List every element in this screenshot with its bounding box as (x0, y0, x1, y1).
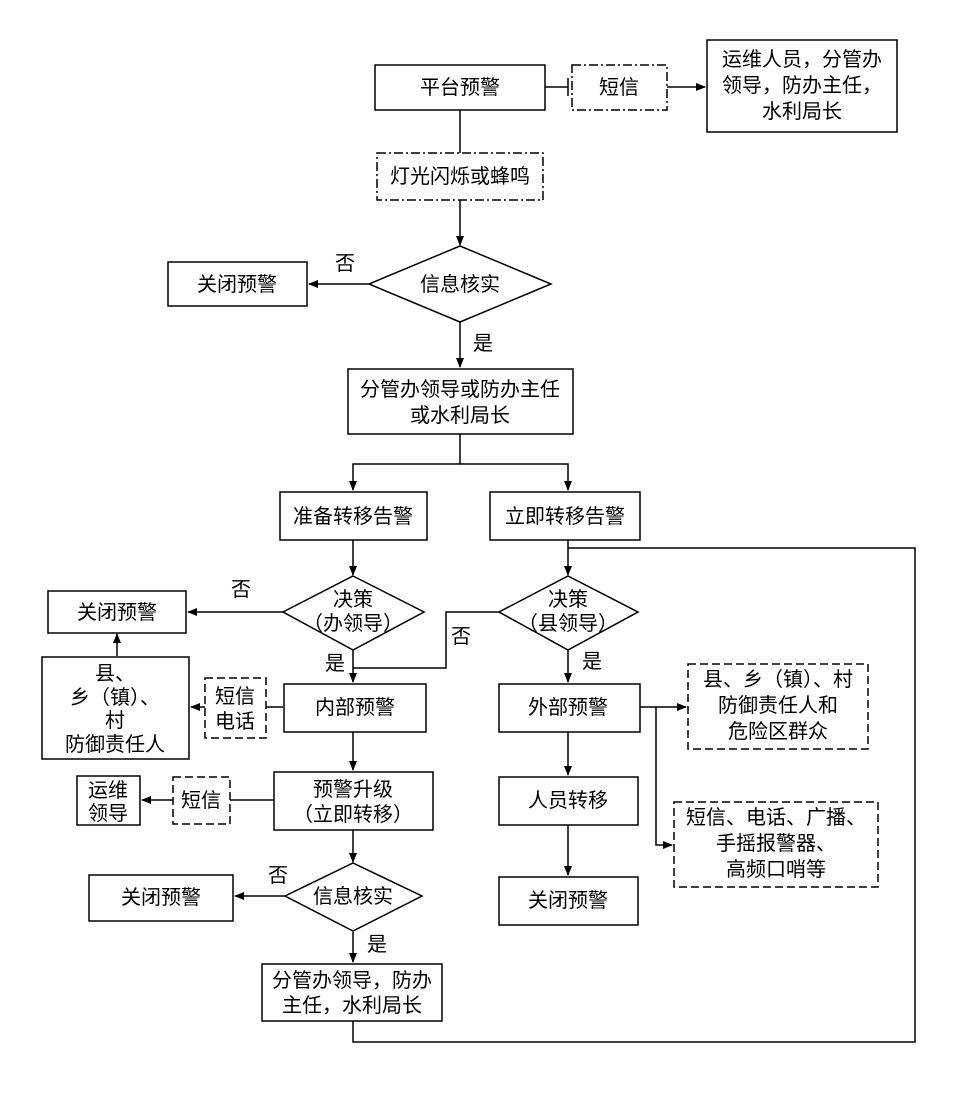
edge-label-yes-2: 是 (325, 653, 345, 675)
sms-mid-node: 短信 (172, 776, 231, 825)
staff-top-line-2: 领导，防办主任， (722, 74, 882, 97)
channels-line-1: 短信、电话、广播、 (686, 806, 866, 829)
leader-bottom-node: 分管办领导，防办 主任，水利局长 (261, 963, 443, 1022)
external-targets-line-2: 防御责任人和 (718, 694, 838, 717)
edge-leader-split-right (460, 463, 572, 491)
leader-top-line-2: 或水利局长 (410, 404, 510, 427)
responsible-left-node: 县、 乡（镇）、 村 防御责任人 (41, 656, 190, 760)
escalate-node: 预警升级 （立即转移） (273, 771, 434, 831)
staff-top-line-3: 水利局长 (762, 100, 842, 123)
close-4-label: 关闭预警 (121, 886, 201, 909)
decision-office-node: 决策 （办领导） (281, 575, 426, 651)
channels-node: 短信、电话、广播、 手摇报警器、 高频口哨等 (673, 801, 879, 888)
connectors (113, 78, 916, 1043)
people-transfer-node: 人员转移 (498, 776, 639, 826)
ops-leader-line-1: 运维 (88, 779, 128, 802)
internal-alert-label: 内部预警 (315, 696, 395, 719)
staff-top-node: 运维人员，分管办 领导，防办主任， 水利局长 (706, 39, 898, 133)
decision-office-line-2: （办领导） (303, 612, 403, 635)
channels-line-2: 手摇报警器、 (716, 832, 836, 855)
close-3-label: 关闭预警 (528, 889, 608, 912)
external-targets-line-3: 危险区群众 (728, 720, 828, 743)
close-3-node: 关闭预警 (498, 876, 639, 926)
edge-label-no-4: 否 (268, 865, 288, 887)
platform-alert-node: 平台预警 (374, 64, 546, 111)
escalate-line-1: 预警升级 (313, 778, 393, 801)
sms-phone-node: 短信 电话 (204, 677, 267, 739)
responsible-left-line-4: 防御责任人 (65, 733, 165, 756)
sms-mid-label: 短信 (181, 789, 221, 812)
people-transfer-label: 人员转移 (528, 789, 608, 812)
decision-office-line-1: 决策 (333, 588, 373, 611)
immediate-transfer-node: 立即转移告警 (489, 491, 641, 541)
prepare-transfer-label: 准备转移告警 (293, 505, 413, 528)
edge-label-yes-4: 是 (367, 934, 387, 956)
light-buzz-label: 灯光闪烁或蜂鸣 (390, 165, 530, 188)
external-targets-node: 县、乡（镇）、村 防御责任人和 危险区群众 (687, 663, 869, 750)
sms-phone-line-1: 短信 (215, 685, 255, 708)
leader-top-node: 分管办领导或防办主任 或水利局长 (347, 368, 574, 435)
light-buzz-node: 灯光闪烁或蜂鸣 (376, 152, 544, 201)
close-2-label: 关闭预警 (77, 601, 157, 624)
internal-alert-node: 内部预警 (283, 683, 427, 733)
prepare-transfer-node: 准备转移告警 (279, 491, 428, 541)
decision-county-node: 决策 （县领导） (497, 575, 640, 651)
responsible-left-line-2: 乡（镇）、 (70, 686, 160, 709)
edge-loop-back (352, 547, 916, 1043)
ops-leader-node: 运维 领导 (76, 775, 141, 826)
edge-label-yes-3: 是 (582, 651, 602, 673)
edge-leader-split (349, 434, 461, 491)
edge-county-no (353, 611, 499, 669)
edge-label-yes-1: 是 (473, 333, 493, 355)
close-1-node: 关闭预警 (167, 261, 308, 307)
verify-1-label: 信息核实 (420, 273, 500, 296)
responsible-left-line-3: 村 (105, 709, 125, 732)
edge-label-no-1: 否 (335, 253, 355, 275)
decision-county-line-1: 决策 (548, 588, 588, 611)
verify-1-node: 信息核实 (367, 245, 553, 323)
decision-county-line-2: （县领导） (518, 612, 618, 635)
ops-leader-line-2: 领导 (88, 802, 128, 825)
responsible-left-line-1: 县、 (95, 663, 135, 685)
channels-line-3: 高频口哨等 (726, 858, 826, 881)
edge-label-no-3: 否 (451, 626, 471, 648)
leader-bottom-line-1: 分管办领导，防办 (272, 969, 432, 992)
edge-external-channels (655, 707, 673, 849)
platform-alert-label: 平台预警 (420, 76, 500, 99)
verify-2-node: 信息核实 (283, 862, 424, 932)
external-targets-line-1: 县、乡（镇）、村 (703, 668, 853, 691)
close-2-node: 关闭预警 (47, 590, 187, 634)
close-1-label: 关闭预警 (197, 273, 277, 296)
external-alert-label: 外部预警 (528, 696, 608, 719)
external-alert-node: 外部预警 (498, 683, 641, 733)
leader-bottom-line-2: 主任，水利局长 (282, 994, 422, 1017)
sms-top-label: 短信 (599, 76, 639, 99)
sms-top-node: 短信 (571, 64, 668, 111)
staff-top-line-1: 运维人员，分管办 (722, 48, 882, 71)
immediate-transfer-label: 立即转移告警 (505, 505, 625, 528)
close-4-node: 关闭预警 (88, 874, 234, 922)
edge-label-no-2: 否 (231, 579, 251, 601)
leader-top-line-1: 分管办领导或防办主任 (360, 378, 560, 401)
escalate-line-2: （立即转移） (293, 803, 413, 826)
verify-2-label: 信息核实 (313, 885, 393, 908)
sms-phone-line-2: 电话 (215, 710, 255, 733)
